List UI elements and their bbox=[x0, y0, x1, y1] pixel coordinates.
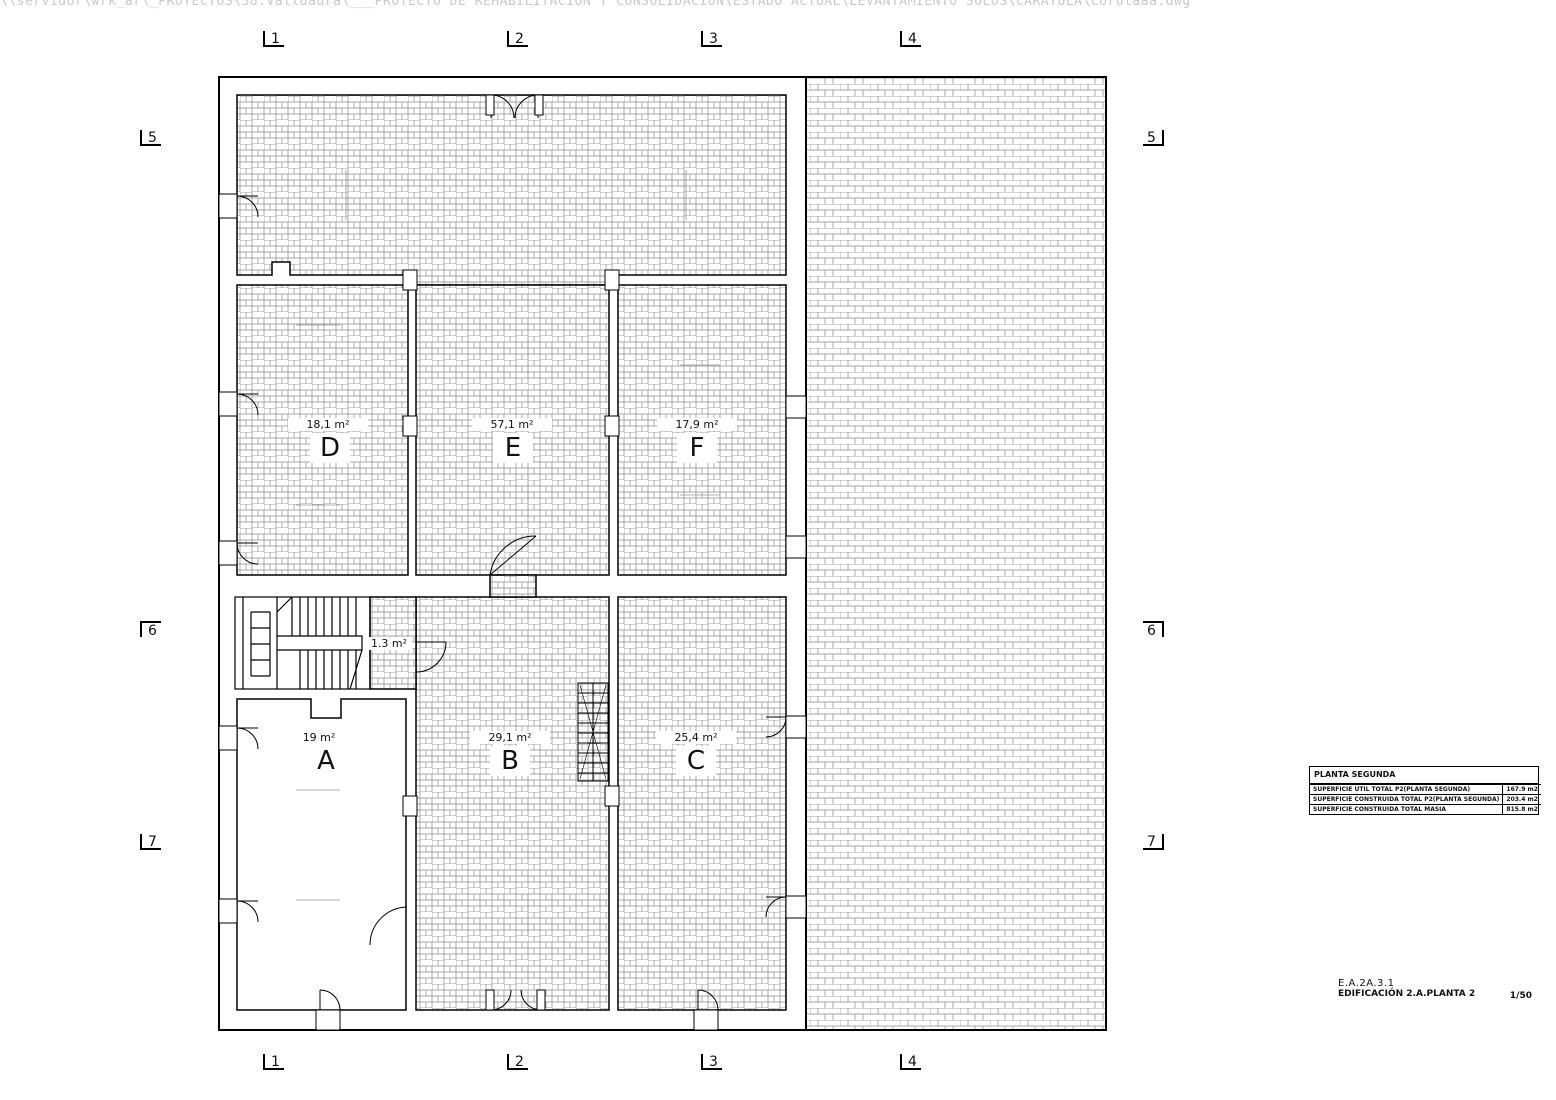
room-d-label: D bbox=[310, 433, 350, 463]
door-jambs bbox=[218, 94, 807, 1031]
table-row: SUPERFICIE UTIL TOTAL P2(PLANTA SEGUNDA)… bbox=[1310, 784, 1541, 795]
summary-value: 203.4 m2 bbox=[1502, 794, 1541, 805]
axis-right-7: 7 bbox=[1143, 834, 1164, 850]
summary-value: 167.9 m2 bbox=[1502, 784, 1541, 795]
room-d-area: 18,1 m² bbox=[288, 418, 368, 431]
axis-right-6: 6 bbox=[1143, 621, 1164, 639]
room-b bbox=[415, 596, 610, 1011]
axis-left-5: 5 bbox=[140, 130, 161, 146]
table-row: SUPERFICIE CONSTRUIDA TOTAL MASIA 815.8 … bbox=[1310, 804, 1541, 814]
room-a bbox=[236, 698, 407, 1011]
title-block: E.A.2A.3.1 EDIFICACIÓN 2.A.PLANTA 2 1/50 bbox=[1338, 978, 1538, 1001]
drawing-code: E.A.2A.3.1 bbox=[1338, 978, 1395, 989]
surface-summary-table: PLANTA SEGUNDA SUPERFICIE UTIL TOTAL P2(… bbox=[1309, 766, 1541, 815]
room-f-label: F bbox=[677, 433, 717, 463]
room-b-label: B bbox=[490, 746, 530, 776]
room-c-area: 25,4 m² bbox=[656, 731, 736, 744]
small-staircase bbox=[577, 682, 609, 782]
room-top-hall bbox=[236, 94, 787, 286]
room-e-area: 57,1 m² bbox=[472, 418, 552, 431]
drawing-name: EDIFICACIÓN 2.A.PLANTA 2 bbox=[1338, 989, 1476, 999]
axis-top-4: 4 bbox=[900, 31, 921, 47]
room-c-label: C bbox=[676, 746, 716, 776]
drawing-scale: 1/50 bbox=[1509, 991, 1532, 1001]
room-c bbox=[617, 596, 787, 1011]
table-row: SUPERFICIE CONSTRUIDA TOTAL P2(PLANTA SE… bbox=[1310, 794, 1541, 805]
roof-area bbox=[805, 76, 1107, 1031]
axis-bottom-4: 4 bbox=[900, 1054, 921, 1070]
axis-bottom-3: 3 bbox=[701, 1054, 722, 1070]
summary-value: 815.8 m2 bbox=[1502, 804, 1541, 814]
room-a-area: 19 m² bbox=[279, 731, 359, 744]
axis-bottom-1: 1 bbox=[263, 1054, 284, 1070]
connector-e-b bbox=[489, 574, 537, 598]
summary-label: SUPERFICIE CONSTRUIDA TOTAL P2(PLANTA SE… bbox=[1310, 794, 1503, 805]
axis-top-2: 2 bbox=[507, 31, 528, 47]
room-e-label: E bbox=[493, 433, 533, 463]
room-a-label: A bbox=[306, 746, 346, 776]
summary-label: SUPERFICIE UTIL TOTAL P2(PLANTA SEGUNDA) bbox=[1310, 784, 1503, 795]
room-f-area: 17,9 m² bbox=[657, 418, 737, 431]
axis-top-3: 3 bbox=[701, 31, 722, 47]
room-b-area: 29,1 m² bbox=[470, 731, 550, 744]
stair-area: 1.3 m² bbox=[366, 637, 412, 650]
axis-right-5: 5 bbox=[1143, 130, 1164, 146]
summary-label: SUPERFICIE CONSTRUIDA TOTAL MASIA bbox=[1310, 804, 1503, 814]
axis-left-6: 6 bbox=[140, 621, 161, 639]
axis-bottom-2: 2 bbox=[507, 1054, 528, 1070]
file-path-text: \\servidor\wrk_ar\_PROYECTOS\38.Valldaur… bbox=[0, 0, 1191, 9]
summary-title: PLANTA SEGUNDA bbox=[1310, 767, 1538, 784]
section-ticks bbox=[296, 170, 720, 935]
axis-top-1: 1 bbox=[263, 31, 284, 47]
axis-left-7: 7 bbox=[140, 834, 161, 850]
